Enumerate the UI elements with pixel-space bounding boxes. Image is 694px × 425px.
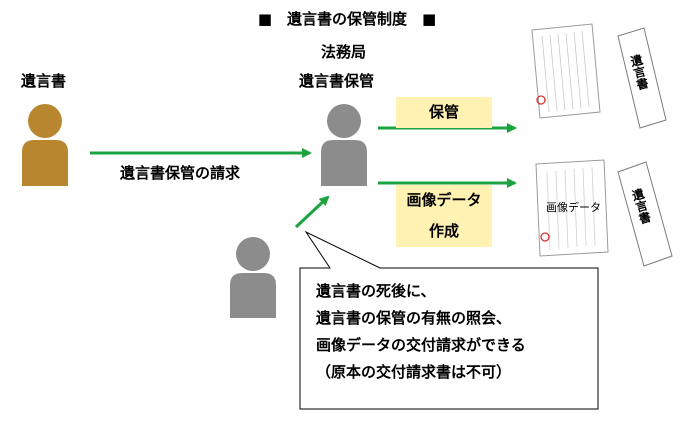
office-figure-icon xyxy=(321,104,367,186)
callout-line-1: 遺言書の死後に、 xyxy=(316,282,436,300)
testator-label: 遺言書 xyxy=(21,72,67,90)
diagram-title: ■ 遺言書の保管制度 ■ xyxy=(257,10,437,28)
heir-figure-icon xyxy=(230,237,276,318)
image-document-text: 画像データ xyxy=(546,201,601,214)
callout-line-2: 遺言書の保管の有無の照会、 xyxy=(316,309,512,327)
storage-label-text: 保管 xyxy=(428,103,459,121)
request-label: 遺言書保管の請求 xyxy=(120,164,241,182)
callout-content: 遺言書の死後に、 遺言書の保管の有無の照会、 画像データの交付請求ができる （原… xyxy=(316,278,526,386)
stored-document-icon xyxy=(531,23,601,119)
office-label-line1: 法務局 xyxy=(321,43,367,61)
heir-request-arrow xyxy=(294,195,330,229)
office-label-line2: 遺言書保管 xyxy=(299,72,375,90)
envelope-2-icon xyxy=(617,161,673,267)
image-document-icon xyxy=(535,159,609,257)
callout-line-4: （原本の交付請求書は不可） xyxy=(316,363,512,381)
storage-label: 保管 xyxy=(396,97,492,128)
testator-figure-icon xyxy=(22,104,68,186)
image-create-line1: 画像データ xyxy=(406,191,482,209)
image-create-line2: 作成 xyxy=(428,222,459,240)
envelope-icon xyxy=(617,27,667,129)
image-create-label: 画像データ 作成 xyxy=(396,185,492,247)
callout-line-3: 画像データの交付請求ができる xyxy=(316,336,526,354)
callout-box xyxy=(299,230,599,410)
